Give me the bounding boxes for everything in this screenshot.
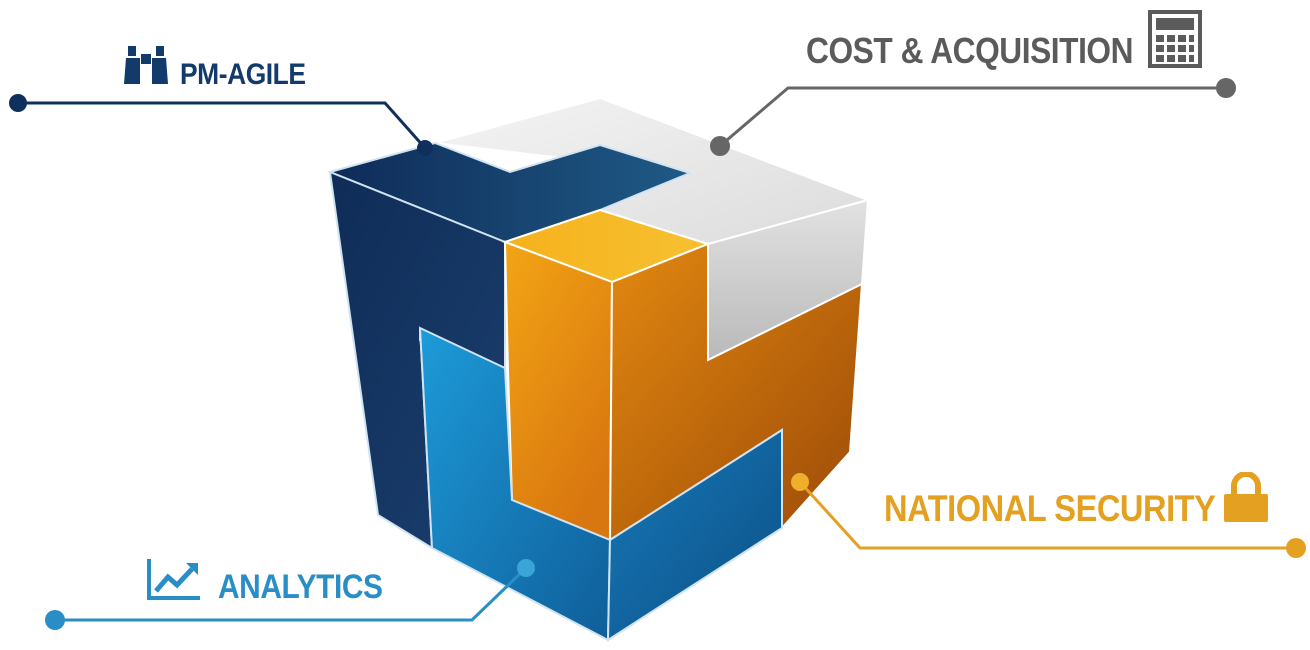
cost-acquisition-connector bbox=[719, 86, 1226, 148]
cube bbox=[326, 96, 872, 642]
blue-piece-right bbox=[606, 428, 783, 642]
cost-acquisition-label: COST & ACQUISITION bbox=[806, 30, 1134, 71]
analytics-anchor-dot bbox=[517, 559, 535, 577]
national-security-label: NATIONAL SECURITY bbox=[884, 488, 1216, 529]
national-security-connector bbox=[798, 480, 1296, 550]
analytics-label: ANALYTICS bbox=[218, 568, 383, 606]
line-chart-icon bbox=[147, 559, 200, 600]
national-security-anchor-dot bbox=[791, 473, 809, 491]
national-security-endpoint-dot bbox=[1286, 538, 1306, 558]
lock-icon bbox=[1224, 472, 1268, 522]
calculator-icon bbox=[1148, 10, 1202, 68]
binoculars-icon bbox=[124, 46, 168, 84]
pm-agile-anchor-dot bbox=[417, 140, 433, 156]
analytics-endpoint-dot bbox=[45, 610, 65, 630]
analytics-connector bbox=[55, 566, 528, 622]
cost-acquisition-anchor-dot bbox=[710, 136, 730, 156]
pm-agile-label: PM-AGILE bbox=[180, 58, 306, 91]
orange-piece-front bbox=[503, 240, 614, 542]
pm-agile-endpoint-dot bbox=[9, 94, 27, 112]
cost-acquisition-endpoint-dot bbox=[1216, 78, 1236, 98]
pm-agile-connector bbox=[18, 101, 427, 149]
